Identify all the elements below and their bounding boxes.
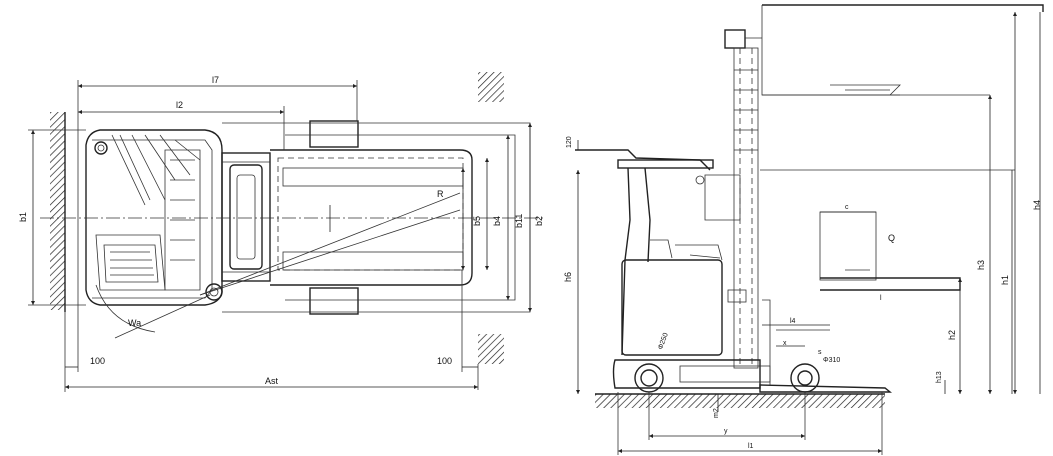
- bottom-corner-hatch: [478, 334, 504, 364]
- wheel-front-dia: Φ310: [823, 357, 840, 364]
- clearance-left: 100: [90, 356, 105, 366]
- dim-b4: b4: [492, 216, 502, 226]
- dim-b5: b5: [472, 216, 482, 226]
- dim-h3: h3: [976, 260, 986, 270]
- dim-l2: l2: [176, 100, 183, 110]
- dim-top-120: 120: [566, 136, 573, 148]
- clearance-right: 100: [437, 356, 452, 366]
- dim-h4: h4: [1032, 200, 1042, 210]
- wheel-rear-dia: Φ250: [657, 332, 670, 351]
- fork-right: [282, 251, 464, 271]
- fork-left: [282, 167, 464, 187]
- dim-b11: b11: [514, 214, 524, 228]
- mast-channel: [733, 47, 759, 369]
- label-x: x: [783, 340, 787, 347]
- label-Q: Q: [888, 233, 895, 243]
- ground-hatch: [595, 394, 885, 408]
- label-c: c: [845, 204, 849, 211]
- right-outrigger: [309, 287, 359, 315]
- dim-h6: h6: [563, 272, 573, 282]
- truck-body: [621, 259, 723, 356]
- raised-mast: [762, 4, 1044, 12]
- dim-h1: h1: [1000, 275, 1010, 285]
- top-corner-hatch: [478, 72, 504, 102]
- left-outrigger: [309, 120, 359, 148]
- chassis-outline: [85, 129, 223, 306]
- dim-b1: b1: [18, 212, 28, 222]
- dim-h13: h13: [936, 371, 943, 383]
- label-m2: m2: [713, 408, 720, 418]
- front-wheel: [790, 363, 820, 393]
- left-wall-hatch: [50, 112, 65, 310]
- dim-Ast: Ast: [265, 376, 279, 386]
- label-R: R: [437, 189, 444, 199]
- mast-block: [221, 152, 271, 282]
- label-l4: l4: [790, 318, 796, 325]
- label-l: l: [880, 295, 882, 302]
- side-view: h6 120 h4 h3 h1 h2 h13 c Q l s x l4 Φ310…: [563, 4, 1044, 455]
- label-Wa: Wa: [128, 318, 141, 328]
- label-l1: l1: [748, 443, 754, 450]
- top-view: l7 l2 b1 b5 b4 b11 b2 R Wa 100 100: [18, 72, 545, 392]
- dim-h2: h2: [947, 330, 957, 340]
- dim-b2: b2: [534, 216, 544, 226]
- label-y: y: [724, 428, 728, 435]
- label-s: s: [818, 349, 822, 356]
- dim-l7: l7: [212, 75, 219, 85]
